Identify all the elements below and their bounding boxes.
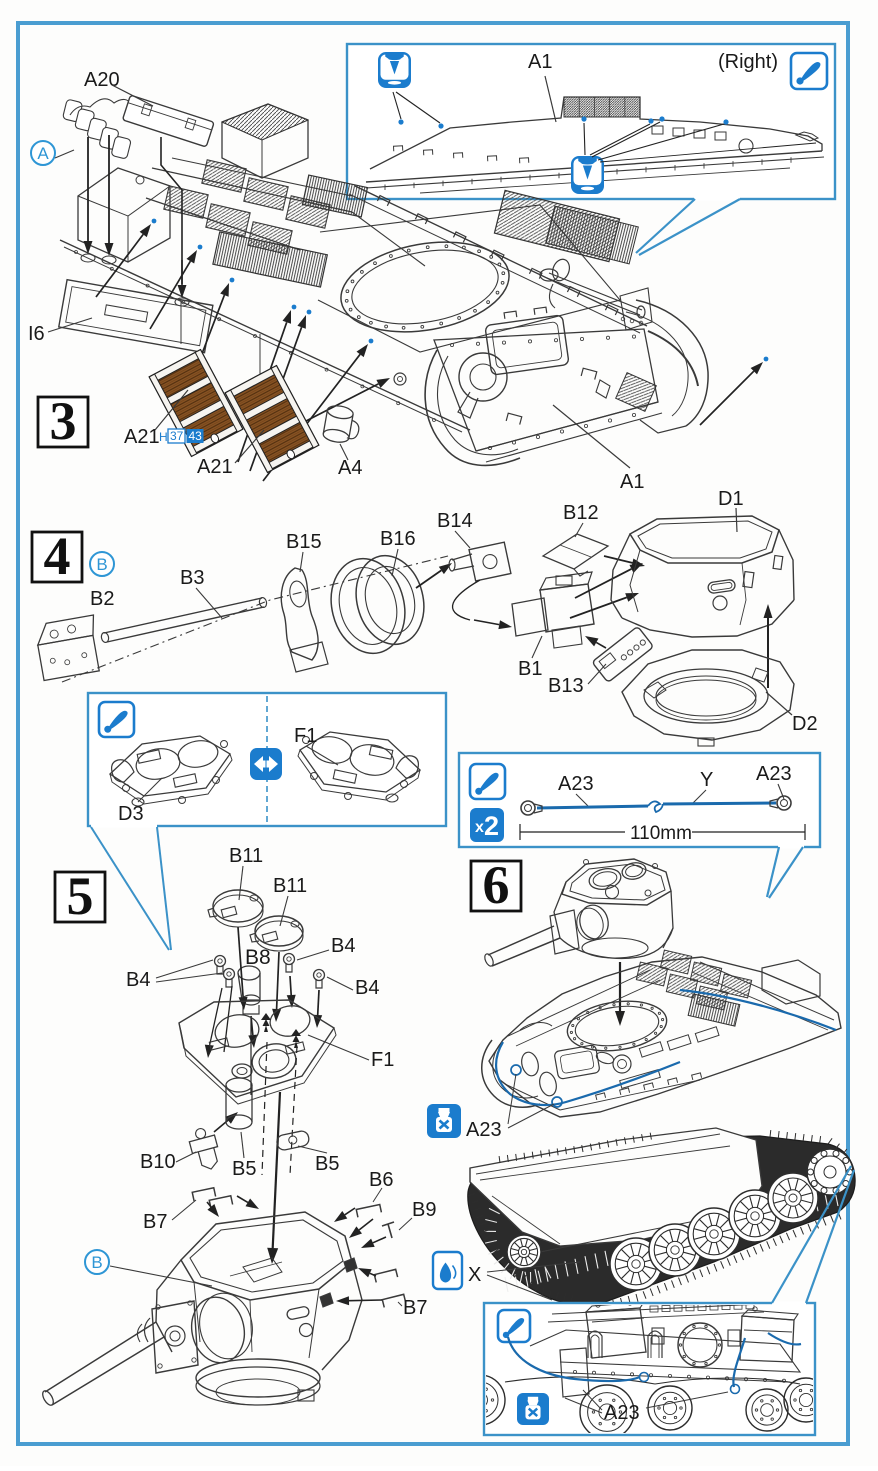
- svg-text:X: X: [468, 1264, 481, 1286]
- svg-text:D1: D1: [718, 488, 744, 510]
- svg-text:B4: B4: [331, 935, 355, 957]
- svg-text:F1: F1: [294, 725, 317, 747]
- svg-text:B6: B6: [369, 1169, 393, 1191]
- svg-text:A21: A21: [197, 456, 233, 478]
- svg-text:H: H: [159, 430, 168, 444]
- svg-text:B2: B2: [90, 588, 114, 610]
- svg-text:B4: B4: [355, 977, 379, 999]
- svg-text:A: A: [37, 144, 49, 163]
- svg-text:B11: B11: [229, 845, 263, 867]
- svg-text:Y: Y: [700, 769, 713, 791]
- svg-text:F1: F1: [371, 1049, 394, 1071]
- svg-text:3: 3: [50, 391, 77, 451]
- svg-text:B3: B3: [180, 567, 204, 589]
- svg-text:5: 5: [67, 866, 94, 926]
- svg-text:110mm: 110mm: [630, 823, 692, 844]
- svg-text:4: 4: [44, 526, 71, 586]
- svg-text:37: 37: [170, 429, 184, 443]
- svg-text:B5: B5: [232, 1158, 256, 1180]
- svg-text:B7: B7: [143, 1211, 167, 1233]
- svg-text:A1: A1: [528, 51, 552, 73]
- svg-text:A4: A4: [338, 457, 362, 479]
- svg-text:B: B: [91, 1253, 102, 1272]
- svg-text:B11: B11: [273, 875, 307, 897]
- svg-text:B7: B7: [403, 1297, 427, 1319]
- svg-text:B9: B9: [412, 1199, 436, 1221]
- svg-text:D3: D3: [118, 803, 144, 825]
- svg-text:A23: A23: [604, 1402, 640, 1424]
- svg-text:A1: A1: [620, 471, 644, 493]
- svg-text:I6: I6: [28, 323, 45, 345]
- svg-text:6: 6: [483, 855, 510, 915]
- svg-text:B14: B14: [437, 510, 473, 532]
- svg-text:B16: B16: [380, 528, 416, 550]
- svg-text:B13: B13: [548, 675, 584, 697]
- svg-text:B: B: [96, 555, 107, 574]
- svg-text:B4: B4: [126, 969, 150, 991]
- svg-text:B1: B1: [518, 658, 542, 680]
- svg-text:B5: B5: [315, 1153, 339, 1175]
- svg-text:D2: D2: [792, 713, 818, 735]
- svg-text:B15: B15: [286, 531, 322, 553]
- svg-text:B12: B12: [563, 502, 599, 524]
- svg-text:x: x: [475, 819, 484, 836]
- svg-text:(Right): (Right): [718, 51, 778, 73]
- svg-text:B8: B8: [245, 946, 271, 969]
- svg-text:43: 43: [189, 429, 203, 443]
- svg-text:A21: A21: [124, 426, 160, 448]
- svg-text:A23: A23: [558, 773, 594, 795]
- svg-text:A23: A23: [756, 763, 792, 785]
- svg-text:A20: A20: [84, 69, 120, 91]
- svg-text:A23: A23: [466, 1119, 502, 1141]
- svg-text:B10: B10: [140, 1151, 176, 1173]
- svg-text:2: 2: [484, 811, 499, 841]
